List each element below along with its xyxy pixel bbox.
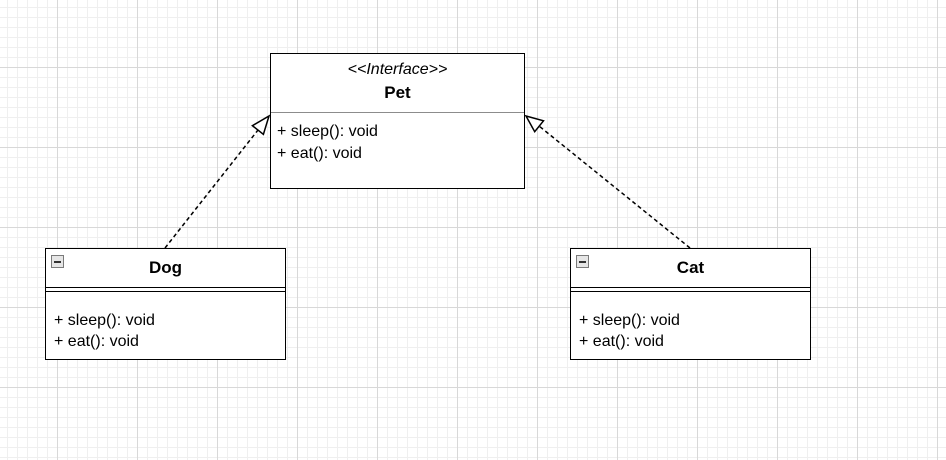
interface-pet[interactable]: <<Interface>> Pet + sleep(): void + eat(…: [270, 53, 525, 189]
method-sleep: + sleep(): void: [277, 123, 378, 140]
interface-divider: [271, 112, 524, 113]
method-eat: + eat(): void: [54, 333, 139, 350]
attributes-divider: [571, 287, 810, 292]
realization-cat-pet[interactable]: [524, 114, 691, 249]
class-name: Cat: [676, 258, 705, 277]
class-name: Dog: [148, 258, 183, 277]
method-sleep: + sleep(): void: [54, 312, 155, 329]
class-methods: + sleep(): void + eat(): void: [54, 310, 155, 352]
collapse-icon[interactable]: [51, 255, 64, 268]
interface-methods: + sleep(): void + eat(): void: [277, 121, 378, 165]
hollow-triangle-arrowhead-icon: [524, 114, 545, 134]
class-cat[interactable]: Cat + sleep(): void + eat(): void: [570, 248, 811, 360]
attributes-divider: [46, 287, 285, 292]
dashed-connector: [164, 129, 259, 249]
class-methods: + sleep(): void + eat(): void: [579, 310, 680, 352]
class-dog[interactable]: Dog + sleep(): void + eat(): void: [45, 248, 286, 360]
realization-dog-pet[interactable]: [164, 114, 271, 249]
dashed-connector: [538, 125, 691, 249]
collapse-icon[interactable]: [576, 255, 589, 268]
interface-stereotype: <<Interface>>: [347, 61, 448, 78]
method-sleep: + sleep(): void: [579, 312, 680, 329]
method-eat: + eat(): void: [579, 333, 664, 350]
hollow-triangle-arrowhead-icon: [251, 114, 271, 136]
interface-name: Pet: [384, 83, 411, 102]
method-eat: + eat(): void: [277, 145, 362, 162]
